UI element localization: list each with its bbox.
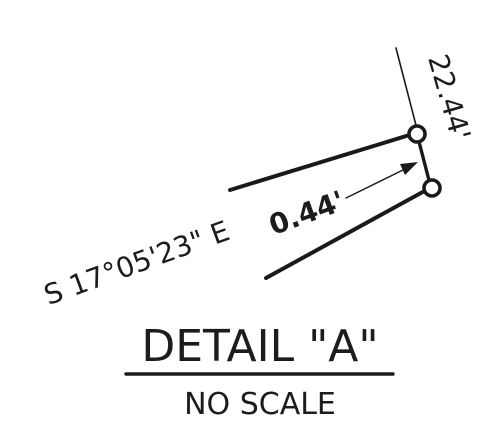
upper-distance-label: 22.44' (421, 51, 477, 145)
leader-arrowhead (400, 162, 418, 175)
detail-title: DETAIL "A" (141, 321, 378, 372)
short-distance-label: 0.44' (265, 184, 349, 242)
leader-line (345, 169, 404, 199)
monument-lower (422, 178, 442, 198)
bearing-label: S 17°05'23" E (40, 214, 234, 312)
thick-line-lower (264, 186, 432, 280)
thick-line-upper (228, 131, 418, 192)
monument-upper (407, 124, 427, 144)
scale-note: NO SCALE (184, 387, 336, 422)
boundary-line-upper (395, 47, 419, 134)
